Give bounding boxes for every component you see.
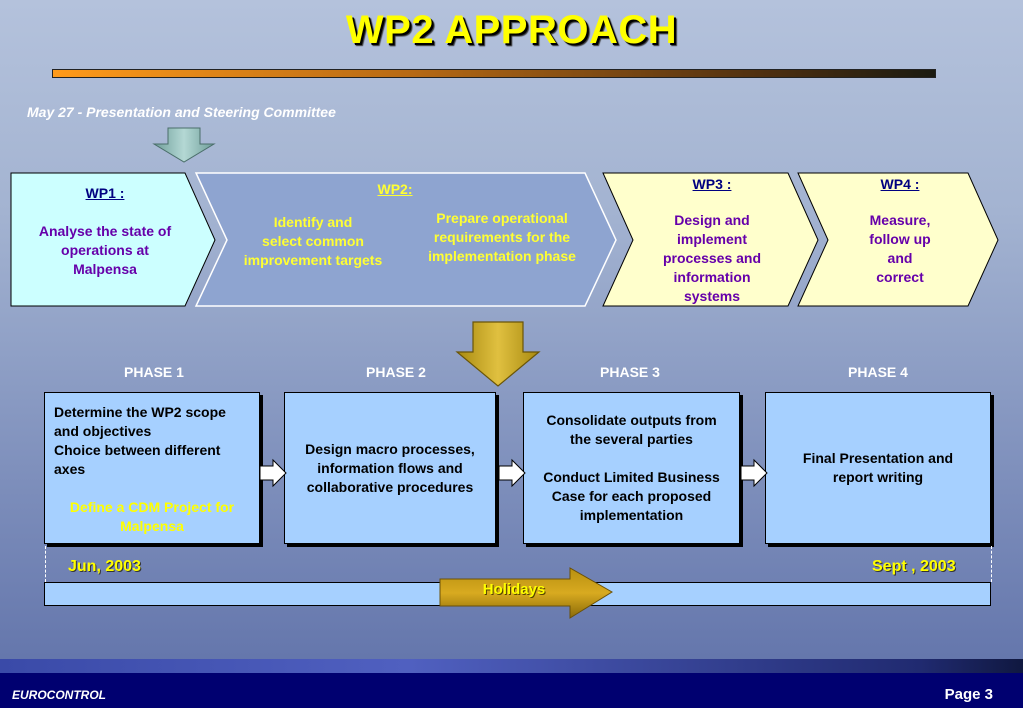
wp3-line: systems xyxy=(683,288,741,304)
wp1-head: WP1 : xyxy=(85,185,125,201)
page-title: WP2 APPROACH xyxy=(345,8,678,52)
phase-2-label: PHASE 2 xyxy=(366,364,426,380)
phase-1-line: and objectives xyxy=(54,423,152,439)
phase-1-line: Determine the WP2 scope xyxy=(54,404,226,420)
phase-3-line: implementation xyxy=(579,507,684,523)
footer-band xyxy=(0,659,1023,673)
phase-3-line: Case for each proposed xyxy=(551,488,712,504)
phase-3-line: Consolidate outputs from xyxy=(546,412,717,428)
down-arrow-small-icon xyxy=(152,127,216,163)
timeline-end-guide xyxy=(991,546,992,582)
phase-2-line: information flows and xyxy=(317,459,463,476)
wp2-right-line: implementation phase xyxy=(428,248,576,264)
holidays-arrow-icon xyxy=(439,567,613,619)
phase-2-box: Design macro processes, information flow… xyxy=(284,392,496,544)
phase-1-line: axes xyxy=(54,461,86,477)
wp4-line: and xyxy=(887,250,913,266)
phase-1-line: Choice between different xyxy=(54,442,221,458)
holidays-label: Holidays xyxy=(482,581,546,598)
wp4-line: correct xyxy=(876,269,924,285)
wp3-line: processes and xyxy=(662,250,762,266)
wp1-line: Malpensa xyxy=(73,261,137,277)
wp4-line: follow up xyxy=(869,231,931,247)
wp3-chevron xyxy=(602,172,819,307)
wp4-text: WP4 : Measure, follow up and correct xyxy=(830,175,970,287)
phase-1-label: PHASE 1 xyxy=(124,364,184,380)
wp3-head: WP3 : xyxy=(692,176,732,192)
phase-4-line: report writing xyxy=(832,469,924,485)
down-arrow-large-icon xyxy=(455,321,541,387)
phase-1-highlight-line: Malpensa xyxy=(120,518,184,534)
timeline-start-guide xyxy=(45,546,46,582)
wp2-chevron xyxy=(194,172,617,307)
title-underline-bar xyxy=(52,69,936,78)
right-arrow-icon xyxy=(259,458,287,488)
wp2-left-line: improvement targets xyxy=(243,252,383,268)
wp2-right-text: Prepare operational requirements for the… xyxy=(412,209,592,266)
wp1-line: operations at xyxy=(61,242,149,258)
phase-3-box: Consolidate outputs from the several par… xyxy=(523,392,740,544)
page-number: Page 3 xyxy=(944,686,993,703)
wp3-line: implement xyxy=(676,231,747,247)
phase-4-box: Final Presentation and report writing xyxy=(765,392,991,544)
right-arrow-icon xyxy=(740,458,768,488)
timeline-end-date: Sept , 2003 xyxy=(872,558,956,575)
phase-3-line: Conduct Limited Business xyxy=(543,469,720,485)
wp3-text: WP3 : Design and implement processes and… xyxy=(632,175,792,306)
phase-3-label: PHASE 3 xyxy=(600,364,660,380)
phase-2-line: Design macro processes, xyxy=(305,440,475,457)
wp2-left-text: Identify and select common improvement t… xyxy=(228,213,398,270)
wp2-right-line: requirements for the xyxy=(433,229,571,245)
phase-4-line: Final Presentation and xyxy=(802,450,954,466)
phase-1-highlight-line: Define a CDM Project for xyxy=(69,499,235,515)
phase-1-box: Determine the WP2 scope and objectives C… xyxy=(44,392,260,544)
wp2-left-line: select common xyxy=(262,233,364,249)
wp1-text: WP1 : Analyse the state of operations at… xyxy=(20,184,190,279)
right-arrow-icon xyxy=(498,458,526,488)
wp4-chevron xyxy=(797,172,999,307)
phase-4-label: PHASE 4 xyxy=(848,364,908,380)
wp3-line: information xyxy=(673,269,751,285)
wp1-line: Analyse the state of xyxy=(38,223,172,239)
phase-2-line: collaborative procedures xyxy=(306,478,474,495)
phase-3-line: the several parties xyxy=(570,431,693,447)
wp2-head: WP2: xyxy=(377,181,413,197)
wp4-line: Measure, xyxy=(869,212,931,228)
subtitle: May 27 - Presentation and Steering Commi… xyxy=(27,104,336,120)
timeline-start-date: Jun, 2003 xyxy=(68,558,141,575)
footer-org-name: EUROCONTROL xyxy=(12,688,106,702)
wp2-right-line: Prepare operational xyxy=(436,210,568,226)
wp2-left-line: Identify and xyxy=(273,214,353,230)
chevron-row xyxy=(10,172,999,307)
wp3-line: Design and xyxy=(674,212,750,228)
wp1-chevron xyxy=(10,172,216,307)
footer xyxy=(0,673,1023,708)
wp4-head: WP4 : xyxy=(880,176,920,192)
